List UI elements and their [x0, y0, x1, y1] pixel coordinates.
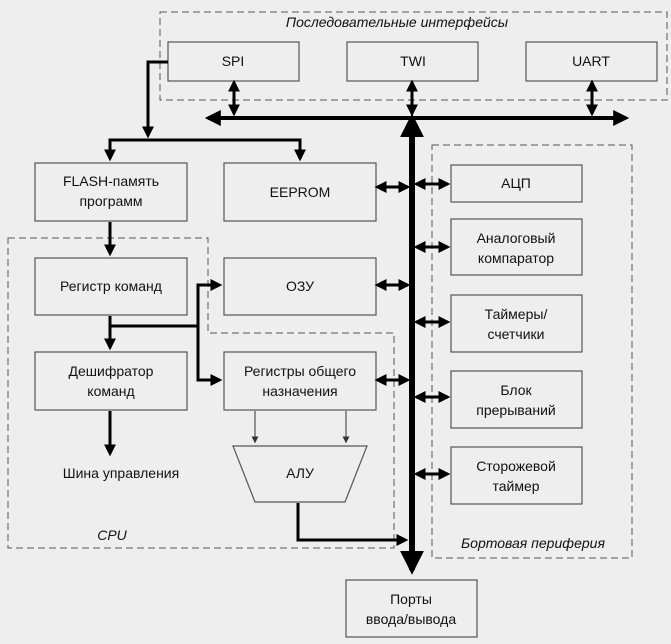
interrupt-unit-block — [450, 370, 583, 429]
general-registers-block — [223, 351, 377, 411]
alu-block — [232, 445, 368, 503]
spi-program-line — [142, 60, 168, 139]
io-ports-block — [345, 579, 478, 638]
io-ports-label-line2: ввода/вывода — [366, 611, 456, 627]
registers-label-line2: назначения — [262, 383, 337, 399]
alu-label: АЛУ — [286, 465, 314, 481]
onboard-peripherals-title: Бортовая периферия — [461, 535, 605, 551]
adc-block — [450, 164, 583, 203]
watchdog-label-line1: Сторожевой — [476, 458, 556, 474]
registers-label-line1: Регистры общего — [244, 363, 356, 379]
comparator-label-line2: компаратор — [478, 250, 554, 266]
instr-register-to-registers-arrow — [196, 326, 223, 386]
eeprom-block — [223, 162, 377, 222]
io-ports-label-line1: Порты — [390, 591, 432, 607]
instruction-register-label: Регистр команд — [60, 278, 162, 294]
flash-label-line2: программ — [79, 193, 142, 209]
spi-label: SPI — [222, 53, 245, 69]
eeprom-label: EEPROM — [270, 184, 331, 200]
interrupts-label-line1: Блок — [500, 382, 532, 398]
analog-comparator-block — [450, 218, 583, 276]
serial-interfaces-title: Последовательные интерфейсы — [286, 14, 509, 30]
instruction-register-block — [34, 257, 188, 316]
timers-counters-block — [450, 294, 583, 353]
decoder-label-line2: команд — [87, 383, 134, 399]
cpu-group — [7, 237, 395, 549]
adc-label: АЦП — [501, 175, 531, 191]
comparator-label-line1: Аналоговый — [477, 230, 556, 246]
cpu-title: CPU — [97, 527, 127, 543]
twi-block — [346, 41, 479, 82]
spi-to-eeprom-arrow — [148, 138, 306, 162]
spi-to-flash-arrow — [104, 138, 148, 162]
control-bus-label: Шина управления — [63, 465, 179, 481]
watchdog-timer-block — [450, 446, 583, 505]
instruction-decoder-block — [34, 351, 188, 411]
twi-label: TWI — [400, 53, 426, 69]
flash-label-line1: FLASH-память — [63, 173, 159, 189]
timers-label-line1: Таймеры/ — [485, 306, 548, 322]
timers-label-line2: счетчики — [488, 326, 545, 342]
watchdog-label-line2: таймер — [492, 478, 539, 494]
uart-label: UART — [572, 53, 610, 69]
interrupts-label-line2: прерываний — [476, 402, 555, 418]
onboard-peripherals-group — [431, 144, 633, 559]
ram-block — [223, 257, 377, 316]
decoder-label-line1: Дешифратор — [69, 363, 154, 379]
instr-register-to-ram-arrow — [110, 279, 223, 328]
flash-memory-block — [34, 162, 188, 222]
uart-block — [525, 41, 658, 82]
ram-label: ОЗУ — [286, 278, 314, 294]
alu-to-bus-arrow — [296, 503, 409, 546]
